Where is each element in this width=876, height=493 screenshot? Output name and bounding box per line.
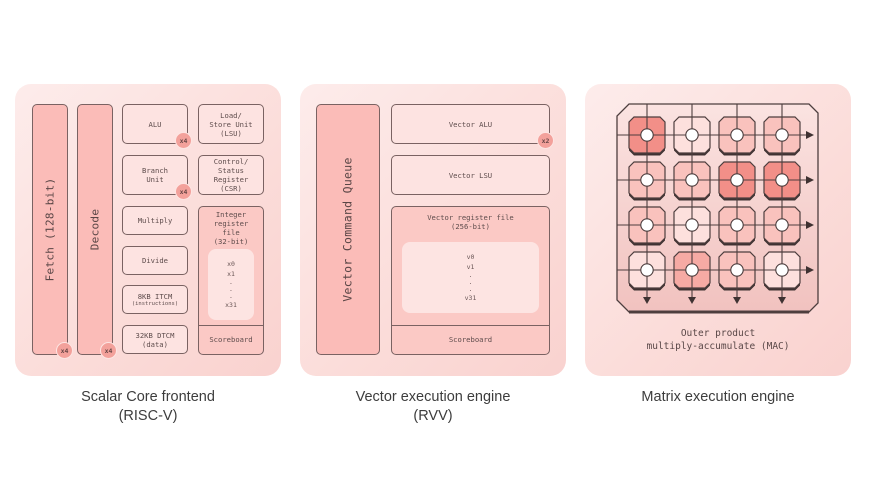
vector-register-file: Vector register file (256-bit) v0 v1 . .…: [391, 206, 550, 355]
register-ellipsis: .: [229, 285, 233, 293]
vector-command-queue-label: Vector Command Queue: [340, 157, 355, 302]
fetch-block: Fetch (128-bit): [32, 104, 68, 355]
mac-node: [685, 218, 699, 232]
mac-node: [640, 218, 654, 232]
decode-multiplier-badge: x4: [100, 342, 117, 359]
integer-register-file: Integer register file (32-bit) x0 x1 . .…: [198, 206, 264, 355]
mac-node: [775, 218, 789, 232]
register-entry: v31: [464, 294, 477, 302]
mac-node: [685, 128, 699, 142]
column-output-arrow-icon: [778, 297, 786, 304]
row-output-arrow-icon: [806, 176, 814, 184]
matrix-caption: Matrix execution engine: [641, 389, 795, 405]
multiply-block: Multiply: [122, 206, 188, 235]
mac-node: [730, 263, 744, 277]
register-ellipsis: .: [229, 292, 233, 300]
divide-block: Divide: [122, 246, 188, 275]
decode-block: Decode: [77, 104, 113, 355]
mac-array-diagram: [616, 103, 819, 314]
integer-register-file-title: Integer register file (32-bit): [213, 210, 249, 246]
row-output-arrow-icon: [806, 221, 814, 229]
alu-block: ALU: [122, 104, 188, 144]
column-output-arrow-icon: [688, 297, 696, 304]
column-output-arrow-icon: [733, 297, 741, 304]
dtcm-block: 32KB DTCM (data): [122, 325, 188, 354]
vector-register-list: v0 v1 . . . v31: [402, 242, 539, 313]
register-entry: v1: [466, 263, 475, 271]
itcm-block: 8KB ITCM (instructions): [122, 285, 188, 314]
branch-multiplier-badge: x4: [175, 183, 192, 200]
vector-alu-block: Vector ALU: [391, 104, 550, 144]
vector-lsu-block: Vector LSU: [391, 155, 550, 195]
register-entry: x31: [225, 301, 237, 309]
register-entry: v0: [466, 253, 475, 261]
mac-node: [640, 173, 654, 187]
integer-register-list: x0 x1 . . . x31: [208, 249, 254, 320]
alu-multiplier-badge: x4: [175, 132, 192, 149]
row-output-arrow-icon: [806, 266, 814, 274]
vector-caption: Vector execution engine (RVV): [355, 389, 511, 424]
itcm-title: 8KB ITCM: [137, 291, 173, 301]
mac-node: [640, 263, 654, 277]
mac-node: [730, 173, 744, 187]
register-entry: x1: [227, 270, 235, 278]
register-entry: x0: [227, 260, 235, 268]
register-ellipsis: .: [229, 278, 233, 286]
csr-block: Control/ Status Register (CSR): [198, 155, 264, 195]
mac-node: [730, 128, 744, 142]
scalar-core-panel: Fetch (128-bit) x4 Decode x4 ALU x4 Load…: [15, 84, 281, 376]
register-ellipsis: .: [468, 285, 473, 293]
mac-node: [775, 128, 789, 142]
register-ellipsis: .: [468, 271, 473, 279]
column-output-arrow-icon: [643, 297, 651, 304]
register-ellipsis: .: [468, 278, 473, 286]
fetch-multiplier-badge: x4: [56, 342, 73, 359]
scalar-caption: Scalar Core frontend (RISC-V): [81, 389, 215, 424]
fetch-label: Fetch (128-bit): [43, 177, 57, 282]
register-divider: [199, 325, 263, 326]
vector-engine-panel: Vector Command Queue Vector ALU x2 Vecto…: [300, 84, 566, 376]
decode-label: Decode: [88, 208, 102, 251]
row-output-arrow-icon: [806, 131, 814, 139]
mac-caption: Outer product multiply-accumulate (MAC): [646, 328, 790, 352]
mac-node: [730, 218, 744, 232]
mac-node: [775, 263, 789, 277]
matrix-engine-panel: Outer product multiply-accumulate (MAC): [585, 84, 851, 376]
scalar-scoreboard: Scoreboard: [209, 335, 253, 344]
lsu-block: Load/ Store Unit (LSU): [198, 104, 264, 144]
branch-unit-block: Branch Unit: [122, 155, 188, 195]
mac-node: [640, 128, 654, 142]
mac-node: [685, 263, 699, 277]
vector-register-file-title: Vector register file (256-bit): [427, 213, 514, 231]
mac-node: [685, 173, 699, 187]
mac-node: [775, 173, 789, 187]
vector-alu-multiplier-badge: x2: [537, 132, 554, 149]
itcm-subtitle: (instructions): [131, 300, 179, 307]
vector-command-queue-block: Vector Command Queue: [316, 104, 380, 355]
register-divider: [392, 325, 549, 326]
vector-scoreboard: Scoreboard: [448, 335, 493, 344]
